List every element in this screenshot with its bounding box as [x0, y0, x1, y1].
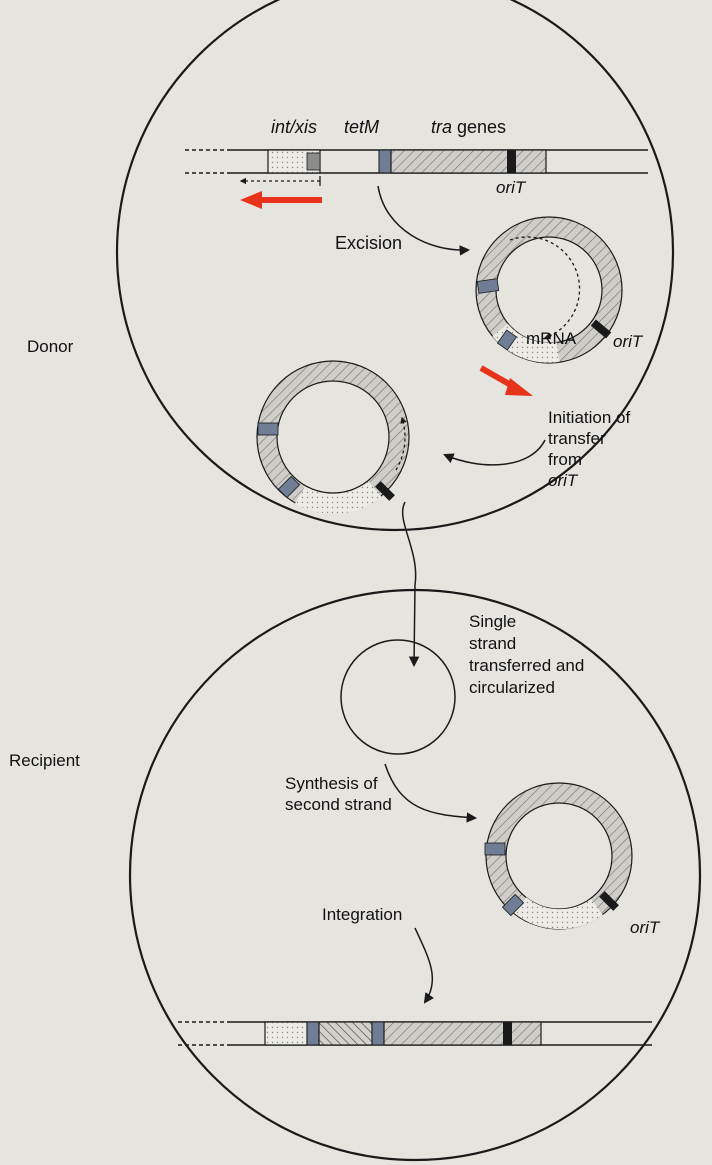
single-strand-circle: [341, 640, 455, 754]
transferring-circular-element: [257, 361, 409, 513]
single-line-1: Single: [469, 611, 669, 633]
tetm-label: tetM: [344, 117, 379, 137]
initiation-from: from: [548, 449, 712, 470]
donor-label: Donor: [27, 337, 73, 357]
tetm-segment: [379, 150, 391, 173]
orit-segment: [507, 150, 516, 173]
orit-recipient-label: oriT: [630, 918, 659, 938]
single-strand-label: Single strand transferred and circulariz…: [469, 611, 669, 699]
single-line-4: circularized: [469, 677, 669, 699]
orit-top-label: oriT: [496, 178, 525, 198]
initiation-line-1: Initiation of: [548, 407, 712, 428]
initiation-line-3: from oriT: [548, 449, 712, 491]
single-line-3: transferred and: [469, 655, 669, 677]
recipient-label: Recipient: [9, 751, 80, 771]
excision-label: Excision: [335, 233, 402, 253]
initiation-label: Initiation of transfer from oriT: [548, 407, 712, 491]
tra-label: tra: [431, 117, 452, 137]
int-xis-label: int/xis: [271, 117, 317, 137]
tra-genes-label: tra genes: [431, 117, 506, 137]
initiation-arrow: [445, 440, 545, 465]
red-arrow-top: [240, 191, 322, 209]
tra-genes-segment: [391, 150, 546, 173]
recipient-chromosome: [178, 1022, 652, 1045]
mrna-label: mRNA: [526, 329, 576, 349]
synthesis-line-2: second strand: [285, 794, 485, 815]
integration-arrow: [415, 928, 432, 1002]
synthesis-line-1: Synthesis of: [285, 773, 485, 794]
recipient-circular-element: [485, 783, 632, 929]
orit-excised-label: oriT: [613, 332, 642, 352]
initiation-orit: oriT: [548, 470, 712, 491]
single-line-2: strand: [469, 633, 669, 655]
red-arrow-excised: [481, 368, 533, 396]
synthesis-label: Synthesis of second strand: [285, 773, 485, 815]
initiation-line-2: transfer: [548, 428, 712, 449]
donor-chromosome: [185, 150, 648, 173]
genes-label: genes: [452, 117, 506, 137]
integration-label: Integration: [322, 905, 402, 925]
